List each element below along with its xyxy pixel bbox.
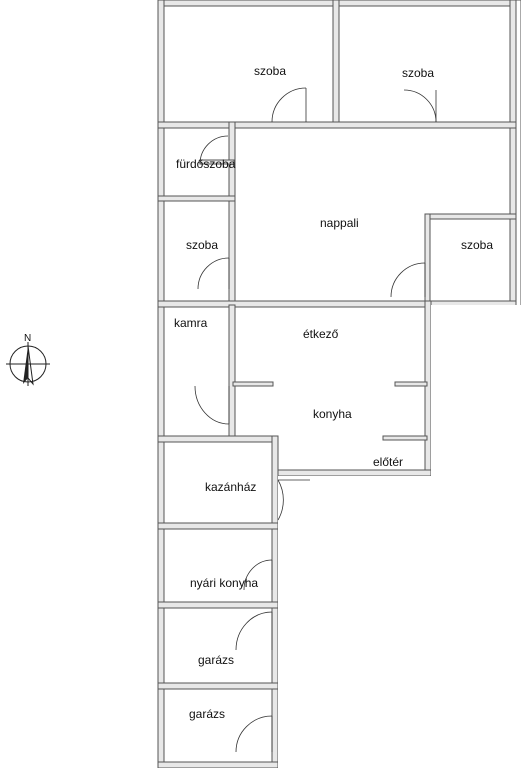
room-label-szoba: szoba (461, 238, 493, 252)
door-arc (235, 611, 273, 651)
room-label-eloter: előtér (373, 455, 403, 469)
room-label-szoba: szoba (402, 66, 434, 80)
door-arc (197, 257, 230, 290)
room-label-garazs: garázs (189, 707, 225, 721)
door-arc (235, 715, 273, 753)
room-label-garazs: garázs (198, 653, 234, 667)
north-compass-icon: N (6, 333, 50, 386)
door-arc (199, 135, 229, 165)
room-label-szoba: szoba (254, 64, 286, 78)
door-arc (277, 479, 284, 521)
doors (194, 87, 437, 753)
door-arc (243, 559, 273, 591)
room-label-kazanhaz: kazánház (205, 480, 256, 494)
room-label-kamra: kamra (174, 316, 208, 330)
room-label-furdoszoba: fürdőszoba (176, 157, 236, 171)
door-arc (271, 87, 307, 123)
door-arc (194, 385, 230, 425)
room-label-szoba: szoba (186, 238, 218, 252)
door-arc (403, 89, 437, 123)
door-arc (390, 262, 426, 298)
room-label-konyha: konyha (313, 407, 352, 421)
compass-north-label: N (24, 333, 31, 344)
room-label-nyari-konyha: nyári konyha (190, 576, 258, 590)
room-label-etkezo: étkező (303, 327, 339, 341)
room-label-nappali: nappali (320, 216, 359, 230)
room-labels: szoba szoba fürdőszoba szoba nappali szo… (174, 64, 493, 721)
